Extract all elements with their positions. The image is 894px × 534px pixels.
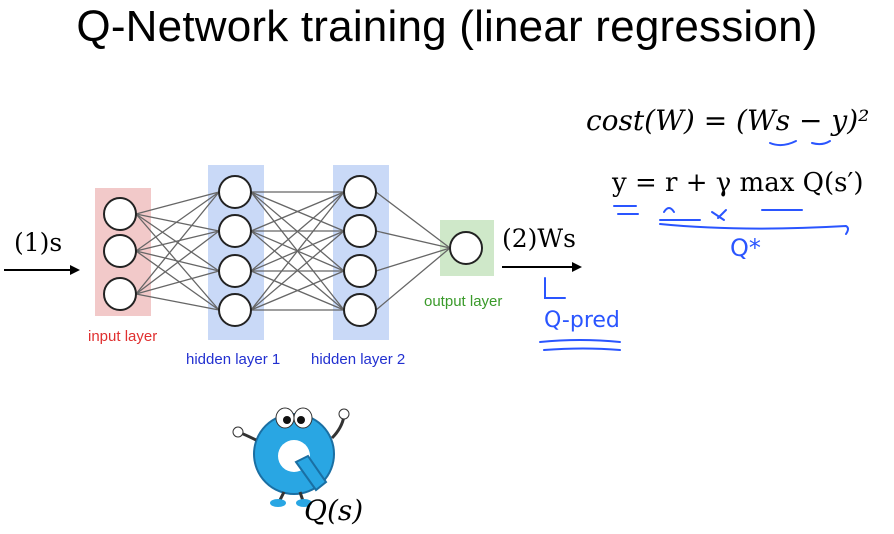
network-edge [135, 213, 220, 232]
node-layer2-4 [218, 293, 252, 327]
layer-label-hidden-2: hidden layer 2 [311, 351, 406, 368]
network-edge [135, 270, 220, 295]
brace-q [659, 223, 849, 235]
handwritten-qpred: Q-pred [544, 308, 620, 333]
node-layer2-2 [218, 214, 252, 248]
layer-label-input: input layer [88, 328, 158, 345]
node-layer3-3 [343, 254, 377, 288]
handwritten-qstar: Q* [730, 234, 761, 262]
input-label-text: (1)s [14, 228, 63, 257]
output-label: (2)Ws [502, 224, 576, 253]
slide-title: Q-Network training (linear regression) [76, 2, 818, 51]
network-edge [135, 250, 220, 272]
network-edge [135, 191, 220, 215]
network-edge [250, 191, 345, 272]
network-edge [135, 191, 220, 295]
network-nodes [103, 175, 483, 327]
network-edges [135, 191, 451, 311]
layer-label-output: output layer [424, 293, 503, 310]
underline-qpred [539, 339, 621, 351]
layer-label-hidden-1: hidden layer 1 [186, 351, 281, 368]
mascot-label: Q(s) [304, 494, 364, 527]
node-layer1-2 [103, 234, 137, 268]
network-edge [135, 293, 220, 311]
network-edge [135, 230, 220, 295]
network-edge [135, 230, 220, 252]
network-edge [375, 247, 451, 311]
mark-r [659, 207, 701, 221]
node-layer3-4 [343, 293, 377, 327]
network-edge [375, 247, 451, 272]
node-layer2-3 [218, 254, 252, 288]
handwritten-marks [539, 140, 849, 351]
network-edge [250, 230, 345, 311]
network-edge [250, 191, 345, 232]
underline-y-target [613, 205, 639, 215]
pointer-wsh [544, 277, 566, 299]
node-layer1-3 [103, 277, 137, 311]
network-edge [375, 230, 451, 249]
network-edge [250, 270, 345, 311]
underline-y [811, 140, 831, 146]
input-arrow-head [70, 265, 80, 275]
underline-w [769, 140, 797, 147]
node-layer2-1 [218, 175, 252, 209]
network-edge [375, 191, 451, 249]
input-label: (1)s [14, 228, 62, 257]
node-layer1-1 [103, 197, 137, 231]
mark-gamma [711, 209, 727, 221]
target-equation: y = r + γ max Q(s′) [612, 168, 864, 198]
cost-equation: cost(W) = (Ws − y)² [586, 104, 870, 137]
q-mascot-icon [232, 407, 350, 507]
output-arrow-head [572, 262, 582, 272]
network-edge [250, 191, 345, 311]
node-layer4-1 [449, 231, 483, 265]
node-layer3-2 [343, 214, 377, 248]
node-layer3-1 [343, 175, 377, 209]
network-edge [135, 191, 220, 252]
output-label-text: (2)Ws [502, 224, 576, 253]
network-edge [135, 250, 220, 311]
